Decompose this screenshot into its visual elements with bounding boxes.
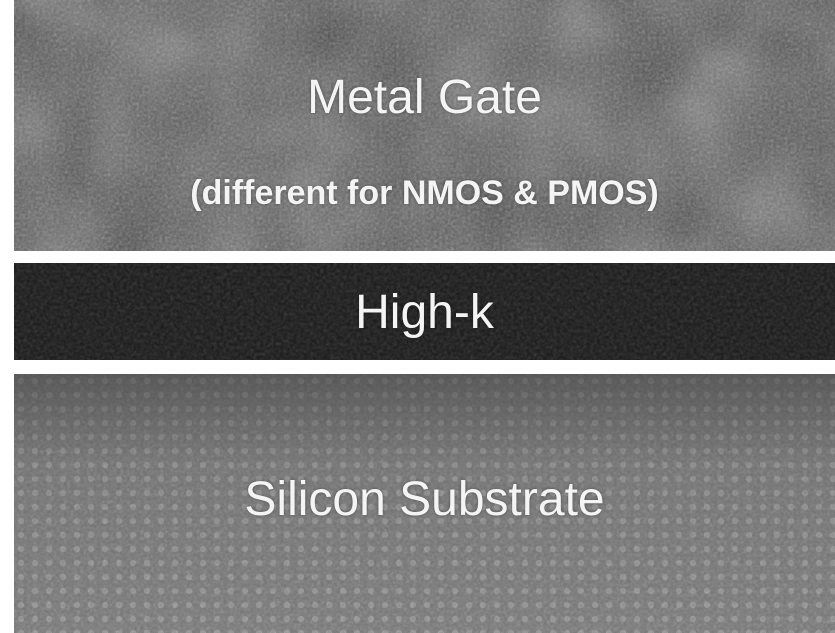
high-k-label: High-k <box>355 286 494 339</box>
metal-gate-texture <box>14 0 835 251</box>
metal-gate-label: Metal Gate <box>307 71 542 124</box>
silicon-substrate-layer: Silicon Substrate <box>14 374 835 633</box>
metal-gate-note: (different for NMOS & PMOS) <box>190 174 659 212</box>
high-k-layer: High-k <box>14 263 835 360</box>
high-k-texture <box>14 263 835 360</box>
silicon-substrate-label: Silicon Substrate <box>244 473 605 526</box>
metal-gate-layer: Metal Gate (different for NMOS & PMOS) <box>14 0 835 251</box>
silicon-substrate-texture <box>14 374 835 633</box>
